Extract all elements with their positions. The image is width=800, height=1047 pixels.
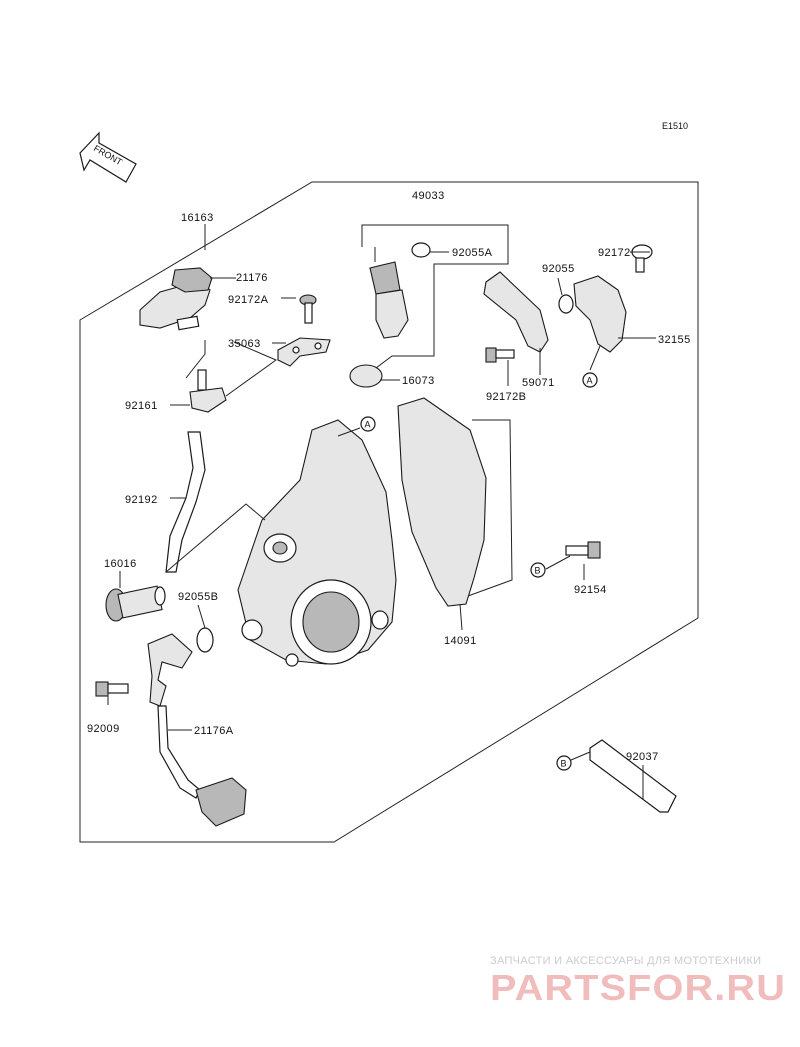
bolt-92154	[565, 541, 601, 559]
ref-marker-a-upper: A	[360, 416, 376, 432]
ref-marker-b-upper: B	[530, 562, 546, 578]
label-92055A: 92055A	[452, 247, 493, 259]
label-14091: 14091	[444, 635, 477, 647]
screw-92172B	[485, 347, 515, 363]
oring-92055B	[196, 627, 214, 653]
label-32155: 32155	[658, 334, 691, 346]
label-21176: 21176	[236, 272, 268, 284]
screw-92009	[95, 681, 129, 697]
screw-16016	[105, 585, 166, 622]
label-92172: 92172	[598, 247, 631, 259]
svg-text:B: B	[535, 566, 541, 576]
injector-49033	[369, 261, 409, 339]
sensor-21176A	[147, 633, 247, 827]
sensor-21176	[139, 267, 213, 331]
label-92154: 92154	[574, 584, 607, 596]
svg-text:A: A	[587, 376, 593, 386]
label-92037: 92037	[626, 751, 659, 763]
label-92192: 92192	[125, 494, 158, 506]
ref-marker-a-lower: A	[582, 372, 598, 388]
label-16163: 16163	[181, 212, 214, 224]
label-92161: 92161	[125, 400, 158, 412]
watermark-tagline: ЗАПЧАСТИ И АКСЕССУАРЫ ДЛЯ МОТОТЕХНИКИ	[490, 955, 761, 967]
label-92055: 92055	[542, 263, 575, 275]
label-35063: 35063	[228, 338, 261, 350]
fitting-92161	[189, 369, 227, 413]
holder-32155	[573, 275, 627, 353]
label-21176A: 21176A	[194, 725, 234, 737]
svg-text:A: A	[365, 420, 371, 430]
bolt-92172	[631, 244, 653, 273]
oring-92055	[558, 294, 574, 314]
cover-14091	[397, 397, 487, 607]
holder-16073	[349, 364, 383, 388]
leader-lines	[107, 224, 656, 800]
label-16073: 16073	[402, 375, 435, 387]
front-arrow-icon: FRONT	[79, 131, 137, 183]
strap-92037	[589, 739, 677, 813]
label-16016: 16016	[104, 558, 137, 570]
bolt-92172A	[299, 294, 317, 324]
label-59071: 59071	[522, 377, 555, 389]
label-92172B: 92172B	[486, 391, 526, 403]
diagram-code: E1510	[662, 121, 688, 131]
hose-92192	[165, 431, 206, 573]
oring-92055A	[411, 242, 431, 258]
bracket-35063	[277, 337, 331, 367]
connector-59071	[483, 271, 549, 353]
label-92172A: 92172A	[228, 294, 269, 306]
watermark-logo: PARTSFOR.RU	[490, 967, 786, 1008]
ref-marker-b-lower: B	[556, 755, 572, 771]
assembly-boundary	[79, 181, 699, 843]
throttle-body	[237, 419, 397, 667]
label-92009: 92009	[87, 723, 120, 735]
label-92055B: 92055B	[178, 591, 218, 603]
label-49033: 49033	[412, 190, 445, 202]
svg-text:B: B	[561, 759, 567, 769]
